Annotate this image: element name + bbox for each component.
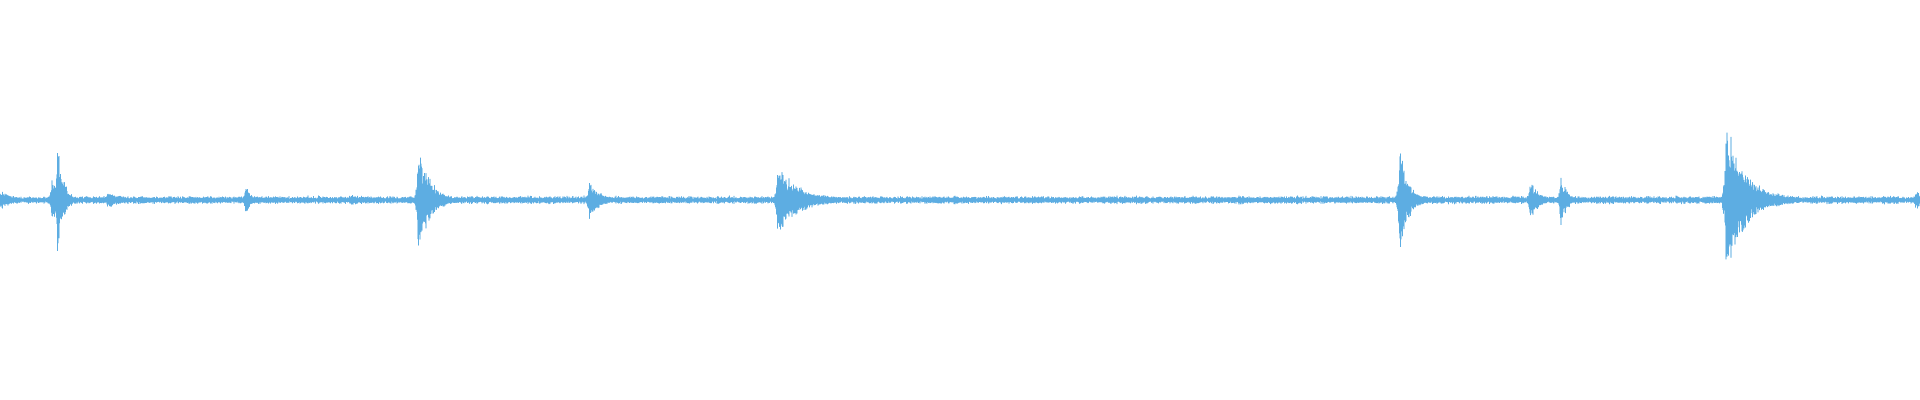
waveform-signal [0, 132, 1920, 260]
